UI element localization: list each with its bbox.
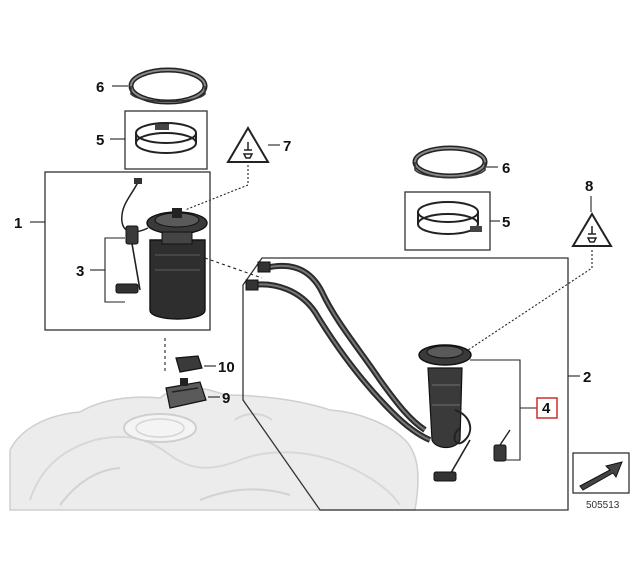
fuel-pump-assembly-right [245, 261, 511, 482]
callout-5-right: 5 [502, 214, 510, 231]
callout-1: 1 [14, 215, 22, 232]
callout-2: 2 [583, 369, 591, 386]
part-10 [175, 355, 203, 373]
callout-10: 10 [218, 359, 235, 376]
callout-7: 7 [283, 138, 291, 155]
gasket-left [135, 122, 197, 154]
sealing-ring-left [128, 67, 208, 105]
callout-5-left: 5 [96, 132, 104, 149]
callout-4: 4 [542, 400, 551, 417]
warning-triangle-7 [226, 126, 270, 163]
callout-6-right: 6 [502, 160, 510, 177]
part-9 [165, 378, 207, 409]
callout-6-left: 6 [96, 79, 104, 96]
sealing-ring-right [412, 145, 488, 179]
reference-number: 505513 [586, 500, 620, 511]
highlight-box-4 [536, 397, 558, 419]
gasket-right [417, 201, 482, 235]
callout-3: 3 [76, 263, 84, 280]
callout-9: 9 [222, 390, 230, 407]
callout-8: 8 [585, 178, 593, 195]
fuel-tank [9, 387, 419, 511]
warning-triangle-8 [571, 212, 613, 247]
arrow-reference-icon [572, 452, 630, 494]
fuel-pump-assembly-left [115, 178, 208, 320]
